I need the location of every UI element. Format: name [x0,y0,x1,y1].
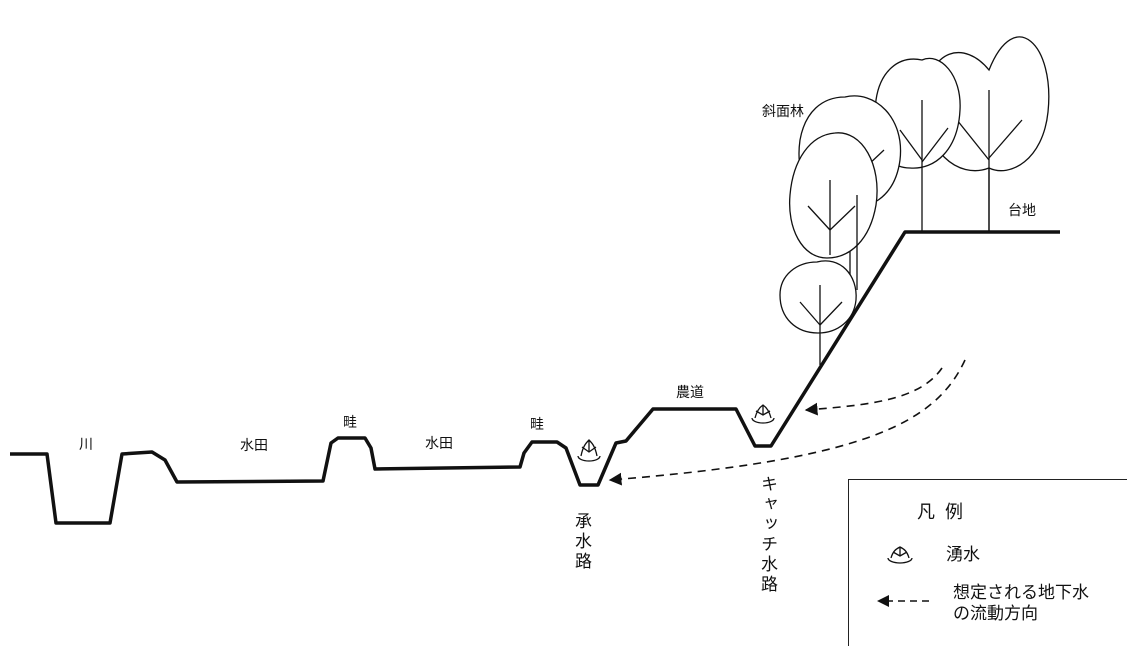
slope-forest-label: 斜面林 [762,101,804,121]
legend-title-left: 凡 [917,498,935,524]
plateau-label: 台地 [1008,200,1036,220]
receiving-channel-label: 承水路 [569,512,594,572]
tree-icon [780,261,856,365]
legend: 凡 例 湧水 想定される地下水 の流動方向 [848,479,1127,646]
legend-flow-label-line2: の流動方向 [953,604,1038,625]
ridge-left-label: 畦 [343,412,357,432]
dashed-arrow-icon [806,368,942,410]
paddy-left-label: 水田 [240,435,268,455]
paddy-right-label: 水田 [425,433,453,453]
spring-icon [883,545,917,567]
legend-flow-label-line1: 想定される地下水 [953,583,1089,604]
dashed-arrow-icon [875,593,931,609]
legend-spring-label: 湧水 [946,545,980,566]
spring-icon [578,440,600,461]
legend-title-right: 例 [945,498,963,524]
farm-road-label: 農道 [676,382,704,402]
spring-icon [752,405,774,423]
ridge-right-label: 畦 [530,414,544,434]
catch-channel-label: キャッチ水路 [755,475,780,595]
river-label: 川 [79,434,93,454]
